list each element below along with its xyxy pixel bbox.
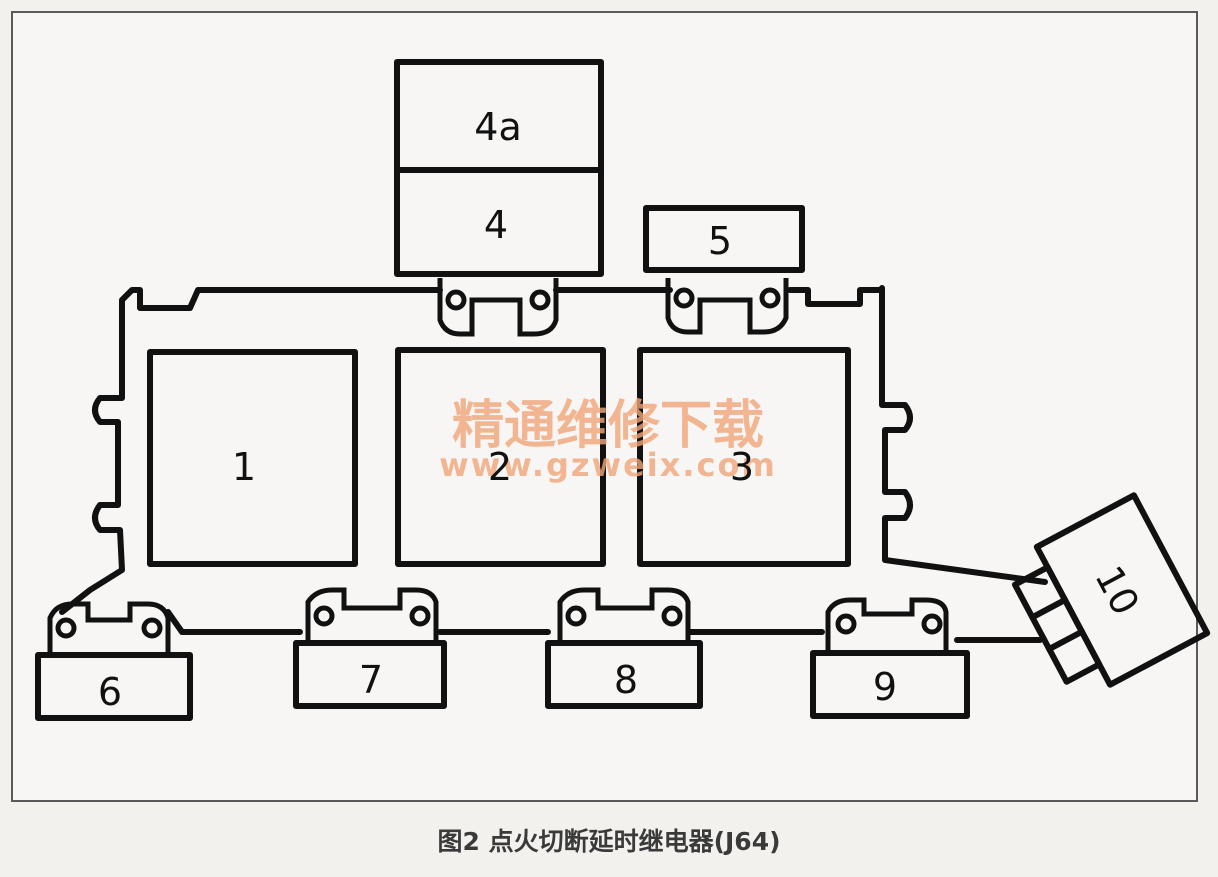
relay-5-label: 5 xyxy=(708,219,732,263)
relay-10-clip xyxy=(1011,564,1103,685)
relay-8-body xyxy=(545,640,703,709)
relay-1-body xyxy=(147,349,358,567)
relay-10-label: 10 xyxy=(1086,559,1148,622)
relay-6-clip xyxy=(47,601,171,653)
relay-8-label: 8 xyxy=(614,658,638,702)
relay-5-clip xyxy=(665,278,789,335)
watermark-chinese: 精通维修下载 xyxy=(452,396,764,456)
relay-5-body xyxy=(643,205,805,273)
relay-2-label: 2 xyxy=(488,445,512,489)
relay-6-label: 6 xyxy=(98,670,122,714)
relay-3-label: 3 xyxy=(730,445,754,489)
relay-3-body xyxy=(637,347,851,567)
relay-2-body xyxy=(395,347,606,567)
relay-6-body xyxy=(35,652,193,721)
relay-9-clip xyxy=(825,597,949,651)
relay-9-label: 9 xyxy=(873,665,897,709)
relay-4-label: 4 xyxy=(484,203,508,247)
relay-1-label: 1 xyxy=(232,445,256,489)
relay-7-body xyxy=(293,640,447,709)
relay-7-label: 7 xyxy=(359,658,383,702)
relay-4-clip xyxy=(437,278,559,337)
carrier-outline xyxy=(59,285,1048,643)
figure-caption: 图2 点火切断延时继电器(J64) xyxy=(437,827,781,856)
relay-4a-label: 4a xyxy=(474,105,521,149)
watermark-url: www.gzweix.com xyxy=(439,446,777,484)
relay-8-clip xyxy=(557,587,691,641)
relay-7-clip xyxy=(305,587,439,641)
relay-9-body xyxy=(810,650,970,719)
